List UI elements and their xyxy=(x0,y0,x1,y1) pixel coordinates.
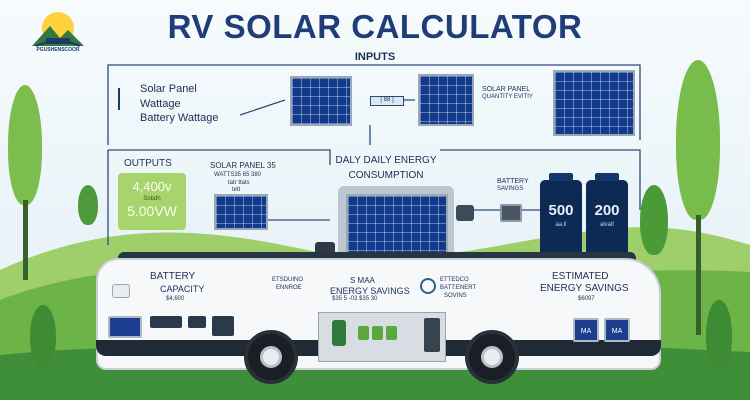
battery-label-1: ETTEDCO xyxy=(440,277,469,283)
sub-label-1: ETSDUINO xyxy=(272,277,304,283)
battery-label-2: BATT:ENERT xyxy=(440,285,477,291)
rv-panel-2 xyxy=(188,316,206,328)
page-title: RV SOLAR CALCULATOR xyxy=(167,8,583,45)
rv-battery-cell-2 xyxy=(372,326,383,340)
output-solar-panel-label: SOLAR PANEL 35 xyxy=(210,161,276,170)
daily-energy-label-2: CONSUMPTION xyxy=(348,170,424,181)
logo-text: PGUSHENSCOOR xyxy=(36,47,80,53)
rv-wheel-rear xyxy=(465,330,519,384)
battery-1-value: 500 xyxy=(548,202,574,219)
solar-panel-input-1 xyxy=(290,76,352,126)
connector-box xyxy=(456,205,474,221)
rv-battery-cell-3 xyxy=(386,326,397,340)
rv-control-1 xyxy=(332,320,346,346)
outputs-value-box: 4,400v Sobdh 5.00VW xyxy=(118,173,186,230)
rv-outlet xyxy=(424,318,440,352)
tree-trunk-right xyxy=(696,215,701,335)
battery-2-value: 200 xyxy=(594,202,620,219)
energy-savings-label: S MAA xyxy=(350,276,375,285)
tree-left-tall xyxy=(8,85,42,205)
output-solar-panel xyxy=(214,194,268,230)
estimated-label: ESTIMATED xyxy=(552,271,609,282)
battery-1-unit: aa.ll xyxy=(555,222,567,228)
battery-label-3: SOVINS xyxy=(444,293,467,299)
energy-savings-value: $35 5 -03 $35 30 xyxy=(332,296,378,302)
rv-wheel-front xyxy=(244,330,298,384)
rv-window-left xyxy=(108,316,142,338)
output-solar-panel-sub3: tett xyxy=(232,187,241,193)
brand-logo xyxy=(32,12,84,47)
battery-capacity-label: BATTERY xyxy=(150,271,196,282)
central-solar-panel xyxy=(346,194,448,258)
output-solar-panel-sub2: tatr ttats xyxy=(228,180,250,186)
input-meter: [ 88 ] xyxy=(370,96,404,106)
rv-screen-2: MA xyxy=(604,318,630,342)
battery-2: 200 alvalt xyxy=(586,173,628,260)
tree-right-tall xyxy=(676,60,720,220)
tree-right-small xyxy=(640,185,668,255)
solar-panel-input-2 xyxy=(418,74,474,126)
daily-energy-label: DALY DAILY ENERGY xyxy=(335,155,437,166)
output-value-2: 5.00VW xyxy=(127,203,177,219)
input-slider-mark xyxy=(118,88,120,110)
battery-capacity-label-2: CAPACITY xyxy=(160,284,205,294)
battery-savings-label-2: SAVINGS xyxy=(497,186,524,192)
rv-panel-1 xyxy=(150,316,182,328)
battery-1: 500 aa.ll xyxy=(540,173,582,260)
output-solar-panel-sub: WATTS35 65 380 xyxy=(214,172,262,178)
battery-capacity-value: $4,600 xyxy=(166,296,185,302)
outputs-header: OUTPUTS xyxy=(124,158,172,169)
battery-2-unit: alvalt xyxy=(599,222,614,228)
input-right-panel-sub: QUANTITY EVITIY xyxy=(482,94,533,100)
rv-battery-cell-1 xyxy=(358,326,369,340)
inputs-header: INPUTS xyxy=(354,51,396,63)
tree-bottom-left xyxy=(30,305,56,367)
sub-label-2: ENNROE xyxy=(276,285,302,291)
input-battery-wattage-label: Battery Wattage xyxy=(140,112,219,124)
estimated-label-2: ENERGY SAVINGS xyxy=(540,283,629,294)
input-wattage-label: Wattage xyxy=(140,98,181,110)
battery-monitor xyxy=(500,204,522,222)
tree-bottom-right xyxy=(706,300,732,370)
tree-left-small xyxy=(78,185,98,225)
savings-icon xyxy=(420,278,436,294)
output-small-label: Sobdh xyxy=(143,196,161,202)
rv-vent xyxy=(112,284,130,298)
input-solar-panel-label: Solar Panel xyxy=(140,83,197,95)
tree-trunk xyxy=(23,200,28,280)
estimated-value: $6097 xyxy=(578,296,595,302)
rv-panel-3 xyxy=(212,316,234,336)
input-right-panel-label: SOLAR PANEL xyxy=(482,86,531,93)
rv-screen-1: MA xyxy=(573,318,599,342)
solar-panel-input-3 xyxy=(553,70,635,136)
battery-savings-label: BATTERY xyxy=(497,178,529,185)
output-value-1: 4,400v xyxy=(132,179,172,194)
energy-savings-label-2: ENERGY SAVINGS xyxy=(330,286,410,296)
